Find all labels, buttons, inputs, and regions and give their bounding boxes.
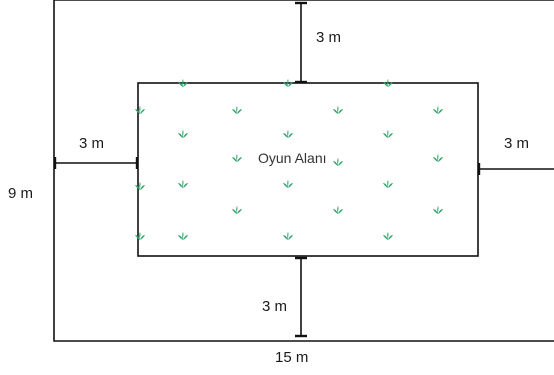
grass-pattern: [135, 79, 443, 240]
outer-height-label: 9 m: [8, 185, 33, 202]
grass-tuft-icon: [383, 130, 393, 138]
grass-tuft-icon: [232, 206, 242, 214]
grass-tuft-icon: [283, 79, 293, 87]
top-gap-label: 3 m: [316, 29, 341, 46]
outer-boundary: [53, 0, 554, 342]
grass-tuft-icon: [135, 182, 145, 190]
grass-tuft-icon: [283, 130, 293, 138]
grass-tuft-icon: [232, 106, 242, 114]
playground-rect: [137, 82, 479, 257]
grass-tuft-icon: [333, 158, 343, 166]
grass-tuft-icon: [333, 106, 343, 114]
grass-tuft-icon: [232, 154, 242, 162]
grass-tuft-icon: [283, 180, 293, 188]
right-gap-measure: [477, 163, 554, 175]
bottom-gap-label: 3 m: [262, 298, 287, 315]
right-gap-label: 3 m: [504, 135, 529, 152]
grass-tuft-icon: [178, 130, 188, 138]
grass-tuft-icon: [433, 106, 443, 114]
grass-tuft-icon: [135, 232, 145, 240]
outer-width-label: 15 m: [275, 349, 308, 366]
grass-tuft-icon: [433, 206, 443, 214]
grass-tuft-icon: [383, 180, 393, 188]
left-gap-label: 3 m: [79, 135, 104, 152]
bottom-gap-measure: [295, 256, 307, 338]
grass-tuft-icon: [433, 154, 443, 162]
grass-tuft-icon: [178, 232, 188, 240]
playground-label: Oyun Alanı: [258, 150, 327, 166]
grass-tuft-icon: [178, 79, 188, 87]
top-gap-measure: [295, 1, 307, 84]
grass-tuft-icon: [135, 106, 145, 114]
grass-tuft-icon: [283, 232, 293, 240]
grass-tuft-icon: [383, 79, 393, 87]
grass-tuft-icon: [333, 206, 343, 214]
grass-tuft-icon: [383, 232, 393, 240]
grass-tuft-icon: [178, 180, 188, 188]
left-gap-measure: [53, 157, 139, 169]
